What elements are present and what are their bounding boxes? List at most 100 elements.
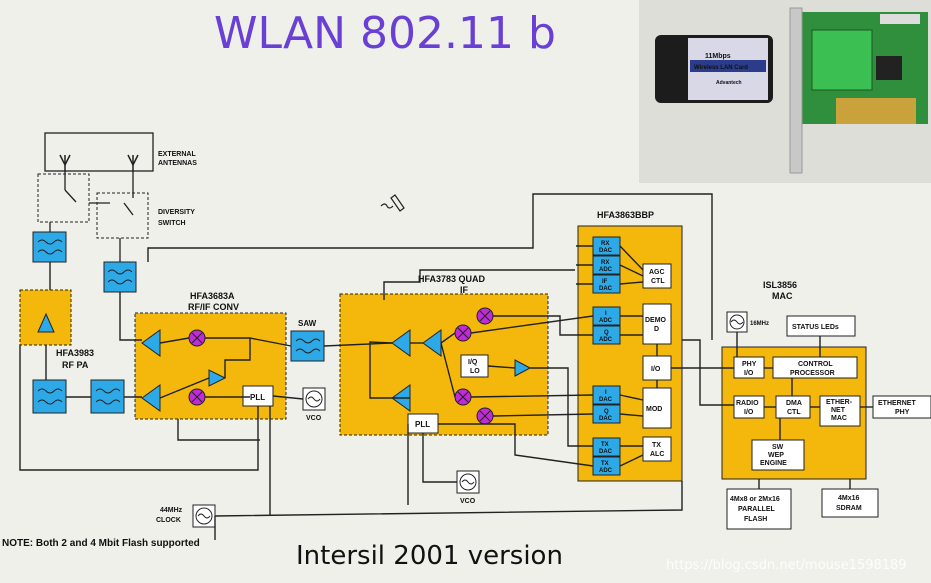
footer-caption: Intersil 2001 version bbox=[296, 541, 563, 571]
rx-adc-label-2: ADC bbox=[599, 267, 613, 273]
mac-label-2: MAC bbox=[772, 291, 793, 301]
i-dac-label-2: DAC bbox=[599, 397, 613, 403]
sw-wep-label: SW bbox=[772, 444, 784, 451]
external-antennas-label-2: ANTENNAS bbox=[158, 160, 197, 167]
saw-label: SAW bbox=[298, 319, 317, 328]
iq-lo-label-2: LO bbox=[470, 368, 480, 375]
agc-label: AGC bbox=[649, 269, 665, 276]
mod-label: MOD bbox=[646, 406, 662, 413]
status-leds-label: STATUS LEDs bbox=[792, 324, 839, 331]
ethernet-phy-label: ETHERNET bbox=[878, 400, 916, 407]
tx-alc-label: TX bbox=[652, 442, 661, 449]
if-dac-label: IF bbox=[602, 279, 608, 285]
pa-label: HFA3983 bbox=[56, 348, 94, 358]
rf-vco-label: VCO bbox=[306, 415, 322, 422]
mac-label: ISL3856 bbox=[763, 280, 797, 290]
clock-label: 44MHz bbox=[160, 507, 183, 514]
sdram-label-2: SDRAM bbox=[836, 505, 862, 512]
demod-label-2: D bbox=[654, 326, 659, 333]
phy-io-label: PHY bbox=[742, 361, 757, 368]
if-pll-label: PLL bbox=[415, 420, 430, 429]
svg-text:11Mbps: 11Mbps bbox=[705, 53, 731, 60]
pcmcia-card: 11Mbps Wireless LAN Card Advantech bbox=[655, 35, 773, 103]
diversity-switch-left bbox=[37, 173, 90, 223]
page-title: WLAN 802.11 b bbox=[214, 8, 556, 59]
q-adc-label: Q bbox=[604, 330, 609, 336]
ethernet-mac-box bbox=[819, 395, 861, 427]
pencil-cursor-icon bbox=[380, 194, 405, 212]
svg-text:Advantech: Advantech bbox=[716, 80, 742, 86]
ethernet-mac-label: ETHER- bbox=[826, 399, 853, 406]
rx-dac-label: RX bbox=[601, 241, 609, 247]
rfif-label: HFA3683A bbox=[190, 291, 235, 301]
sw-wep-label-3: ENGINE bbox=[760, 460, 787, 467]
product-photo: 11Mbps Wireless LAN Card Advantech bbox=[639, 0, 931, 183]
q-adc-label-2: ADC bbox=[599, 337, 613, 343]
if-dac-label-2: DAC bbox=[599, 286, 613, 292]
antenna-box bbox=[44, 132, 154, 172]
flash-note: NOTE: Both 2 and 4 Mbit Flash supported bbox=[2, 538, 200, 549]
clock-label-2: CLOCK bbox=[156, 517, 181, 524]
control-processor-label: CONTROL bbox=[798, 361, 833, 368]
pa-amplifier-icon bbox=[37, 312, 55, 333]
sdram-box bbox=[821, 488, 879, 518]
agc-ctl-box bbox=[642, 263, 672, 289]
rx-filter-left bbox=[32, 231, 67, 263]
control-processor-label-2: PROCESSOR bbox=[790, 370, 835, 377]
signal-wires bbox=[19, 193, 873, 540]
flash-box bbox=[726, 488, 792, 530]
iq-lo-label: I/Q bbox=[468, 359, 478, 366]
pa-label-2: RF PA bbox=[62, 360, 89, 370]
antenna-icon bbox=[59, 154, 139, 172]
diversity-switch-label-2: SWITCH bbox=[158, 220, 186, 227]
sw-wep-label-2: WEP bbox=[768, 452, 784, 459]
diversity-switch-right bbox=[96, 192, 149, 239]
flash-label-3: FLASH bbox=[744, 516, 767, 523]
rx-filter-right bbox=[103, 261, 137, 293]
rx-dac-label-2: DAC bbox=[599, 248, 613, 254]
watermark-text: https://blog.csdn.net/mouse1598189 bbox=[666, 558, 907, 573]
tx-adc-label-2: ADC bbox=[599, 468, 613, 474]
agc-label-2: CTL bbox=[651, 278, 665, 285]
i-dac-label: I bbox=[605, 390, 607, 396]
q-dac-label: Q bbox=[604, 409, 609, 415]
ethernet-phy-label-2: PHY bbox=[895, 409, 910, 416]
demod-box bbox=[642, 303, 672, 345]
bbp-io-label: I/O bbox=[651, 366, 661, 373]
tx-adc-label: TX bbox=[601, 461, 609, 467]
external-antennas-label: EXTERNAL bbox=[158, 151, 196, 158]
rx-adc-label: RX bbox=[601, 260, 609, 266]
quad-if-label-2: IF bbox=[460, 285, 469, 295]
pci-adapter-board bbox=[789, 7, 928, 174]
diversity-switch-label: DIVERSITY bbox=[158, 209, 195, 216]
flash-label-2: PARALLEL bbox=[738, 506, 776, 513]
tx-filter-left bbox=[32, 379, 67, 414]
dma-ctl-label-2: CTL bbox=[787, 409, 801, 416]
rf-pll-label: PLL bbox=[250, 393, 265, 402]
status-leds-box bbox=[786, 315, 856, 337]
rfif-label-2: RF/IF CONV bbox=[188, 302, 239, 312]
tx-dac-box bbox=[592, 437, 621, 457]
tx-dac-label: TX bbox=[601, 442, 609, 448]
quad-if-block bbox=[339, 293, 549, 436]
sw-wep-engine-box bbox=[751, 439, 805, 471]
phy-io-label-2: I/O bbox=[744, 370, 754, 377]
dma-ctl-label: DMA bbox=[786, 400, 802, 407]
tx-dac-label-2: DAC bbox=[599, 449, 613, 455]
radio-io-label: RADIO bbox=[736, 400, 759, 407]
tx-alc-label-2: ALC bbox=[650, 451, 664, 458]
flash-label: 4Mx8 or 2Mx16 bbox=[730, 496, 780, 503]
sdram-label: 4Mx16 bbox=[838, 495, 860, 502]
bbp-label: HFA3863BBP bbox=[597, 210, 654, 220]
if-vco-label: VCO bbox=[460, 498, 476, 505]
svg-text:Wireless LAN Card: Wireless LAN Card bbox=[694, 65, 748, 71]
demod-label: DEMO bbox=[645, 317, 667, 324]
osc-16mhz-label: 16MHz bbox=[750, 321, 769, 327]
saw-filter bbox=[290, 330, 325, 362]
quad-if-label: HFA3783 QUAD bbox=[418, 274, 486, 284]
q-dac-label-2: DAC bbox=[599, 416, 613, 422]
i-adc-label-2: ADC bbox=[599, 318, 613, 324]
tx-alc-box bbox=[642, 436, 672, 462]
